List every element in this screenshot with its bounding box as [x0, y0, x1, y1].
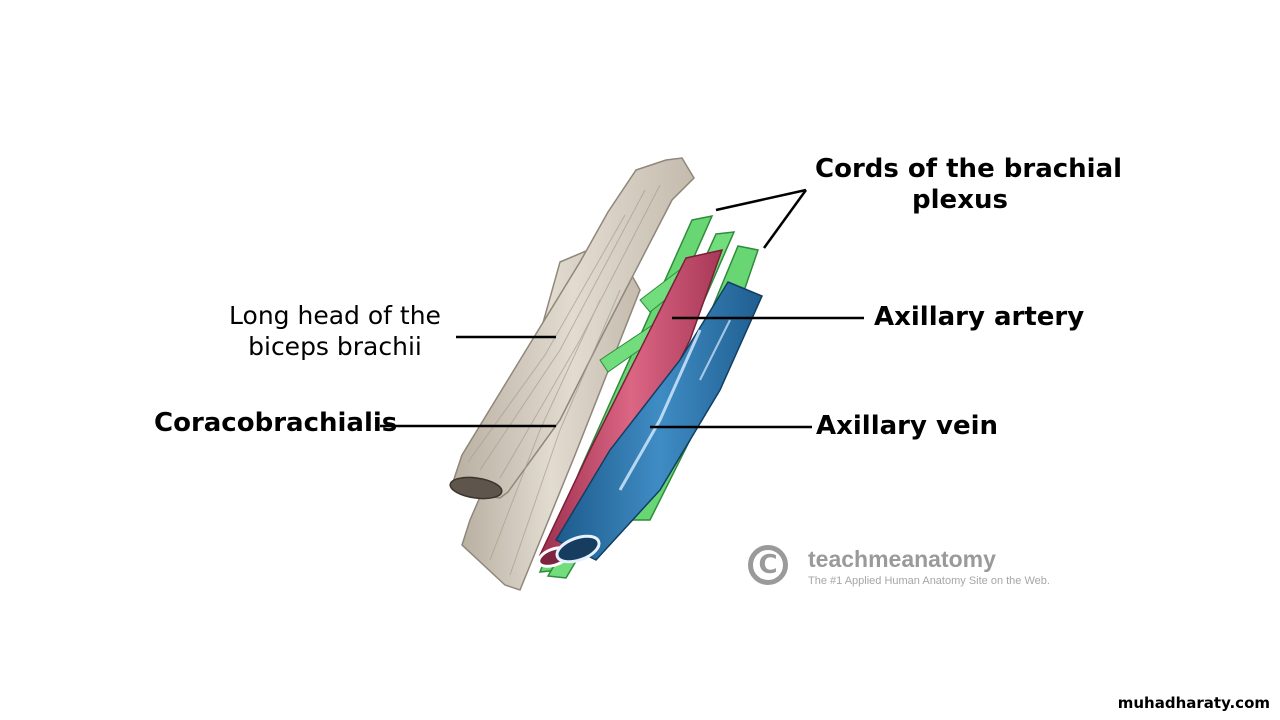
label-axillary-artery: Axillary artery	[874, 302, 1085, 332]
watermark-tagline: The #1 Applied Human Anatomy Site on the…	[808, 575, 1050, 587]
label-cords-brachial-plexus: Cords of the brachial plexus	[815, 154, 1123, 216]
label-coracobrachialis: Coracobrachialis	[154, 408, 398, 438]
leader-line-cords-a	[715, 188, 807, 212]
label-long-head-line1: Long head of the	[229, 301, 441, 330]
leader-lines	[380, 188, 864, 429]
label-cords-line1: Cords of the brachial	[815, 154, 1123, 184]
site-credit: muhadharaty.com	[1117, 694, 1270, 712]
biceps-long-head-muscle	[451, 157, 695, 499]
watermark-brand: teachmeanatomy	[808, 546, 996, 572]
watermark: C teachmeanatomy The #1 Applied Human An…	[748, 545, 1088, 595]
biceps-cut-end	[449, 476, 503, 500]
label-long-head-biceps: Long head of the biceps brachii	[205, 300, 465, 362]
label-long-head-line2: biceps brachii	[248, 332, 422, 361]
label-axillary-vein: Axillary vein	[816, 411, 998, 441]
leader-line-cords-b	[762, 189, 808, 249]
copyright-icon: C	[748, 545, 788, 585]
axillary-vein-opening	[555, 534, 601, 564]
label-cords-line2: plexus	[912, 185, 1008, 215]
